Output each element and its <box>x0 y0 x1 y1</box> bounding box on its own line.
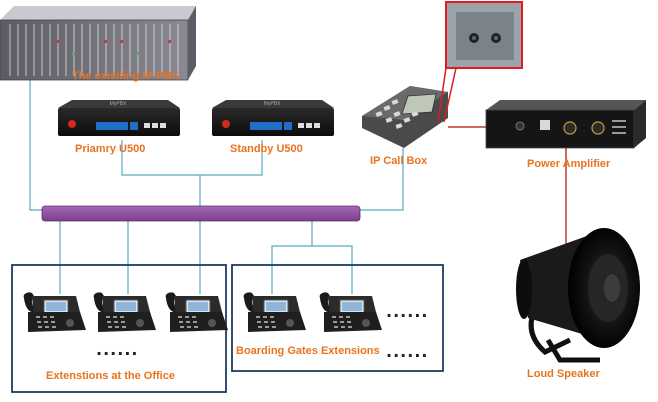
office-more-ellipsis: ...... <box>96 340 139 359</box>
link-callbox-bus <box>360 148 404 211</box>
power-amplifier-device <box>485 100 646 149</box>
ippbx-label: The exisiting IP-PBX <box>72 70 179 82</box>
standby-u500-device: MyPBX <box>212 100 334 136</box>
gates-group-label: Boarding Gates Extensions <box>236 345 380 357</box>
primary-u500-device: MyPBX <box>58 100 180 136</box>
ippbx-rack <box>0 6 196 81</box>
callout-jack-detail <box>437 1 523 123</box>
office-group-label: Extenstions at the Office <box>46 370 175 382</box>
network-bus <box>41 205 361 222</box>
gates-more-ellipsis-top: ...... <box>386 302 429 321</box>
connection-lines <box>29 78 567 294</box>
office-phone-3 <box>165 291 229 333</box>
ip-call-box-device <box>362 86 448 148</box>
ip-call-box-label: IP Call Box <box>370 155 428 167</box>
gate-phone-2 <box>319 291 383 333</box>
standby-u500-label: Standby U500 <box>230 143 303 155</box>
loud-speaker-device <box>516 228 640 363</box>
gates-group-box <box>231 264 444 372</box>
office-phone-1 <box>23 291 87 333</box>
power-amplifier-label: Power Amplifier <box>527 158 611 170</box>
gate-phone-1 <box>243 291 307 333</box>
primary-u500-label: Priamry U500 <box>75 143 146 155</box>
standby-u500-badge: MyPBX <box>264 101 281 107</box>
office-phone-2 <box>93 291 157 333</box>
link-pbx-bus <box>29 78 44 211</box>
primary-u500-badge: MyPBX <box>110 101 127 107</box>
loud-speaker-label: Loud Speaker <box>527 368 600 380</box>
gates-more-ellipsis-bottom: ...... <box>386 342 429 361</box>
link-u500-pair <box>121 140 263 176</box>
link-bus-gates <box>271 221 353 294</box>
